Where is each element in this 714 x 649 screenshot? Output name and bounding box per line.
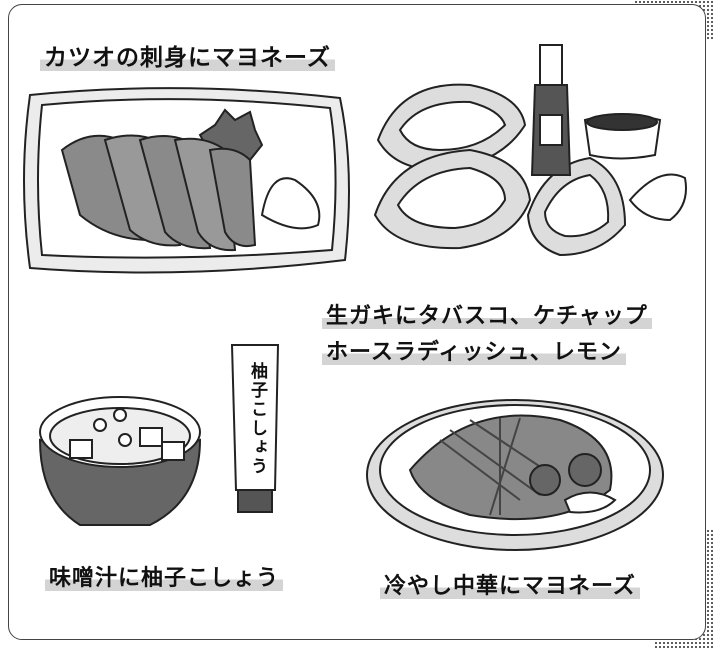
caption-hiyashi: 冷やし中華にマヨネーズ [380, 568, 640, 600]
caption-katsuo-text: カツオの刺身にマヨネーズ [40, 45, 335, 71]
caption-oyster-line1-text: 生ガキにタバスコ、ケチャップ [322, 304, 652, 329]
hiyashi-chuka-plate [366, 399, 664, 551]
oyster-plate [373, 44, 687, 257]
yuzu-kosho-tube [230, 344, 280, 513]
caption-oyster-line1: 生ガキにタバスコ、ケチャップ [322, 298, 652, 330]
miso-soup-bowl [38, 396, 202, 526]
katsuo-plate [23, 87, 350, 274]
caption-oyster-line2-text: ホースラディッシュ、レモン [322, 340, 626, 365]
caption-katsuo: カツオの刺身にマヨネーズ [40, 38, 335, 72]
caption-miso-text: 味噌汁に柚子こしょう [45, 566, 284, 591]
caption-hiyashi-text: 冷やし中華にマヨネーズ [380, 574, 640, 599]
caption-miso: 味噌汁に柚子こしょう [45, 560, 284, 592]
tube-label: 柚子こしょう [247, 362, 267, 476]
caption-oyster-line2: ホースラディッシュ、レモン [322, 334, 626, 366]
